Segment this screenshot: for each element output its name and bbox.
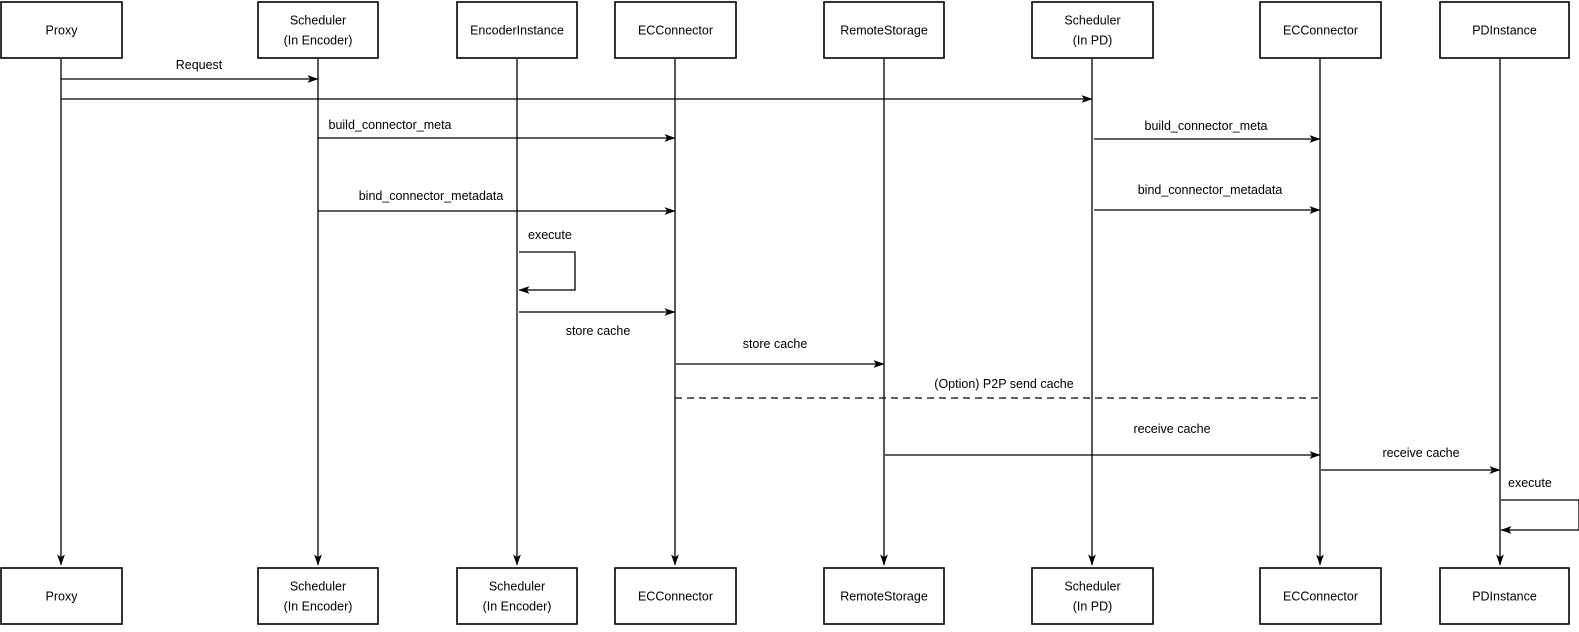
message-receive-cache-to-ec-pd: receive cache <box>885 422 1321 459</box>
top-participant-boxes: Proxy Scheduler (In Encoder) EncoderInstanc… <box>0 1 1570 59</box>
message-label-p2p-send-cache: (Option) P2P send cache <box>934 377 1073 391</box>
participant-label-line1: Scheduler <box>290 579 346 593</box>
participant-top-scheduler-enc[interactable]: Scheduler (In Encoder) <box>257 1 379 59</box>
self-message-label-execute-encoder: execute <box>528 228 572 242</box>
participant-label-line1: ECConnector <box>638 589 713 603</box>
participant-top-proxy[interactable]: Proxy <box>0 1 123 59</box>
message-label-receive-cache-to-pd: receive cache <box>1382 446 1459 460</box>
participant-label-line1: PDInstance <box>1472 589 1537 603</box>
participant-label-line1: Proxy <box>46 23 79 37</box>
message-bind-connector-metadata-pd: bind_connector_metadata <box>1094 183 1321 214</box>
participant-top-encoderinstance[interactable]: EncoderInstance <box>456 1 578 59</box>
message-store-cache-remote: store cache <box>676 337 885 368</box>
message-build-connector-meta-pd: build_connector_meta <box>1094 119 1321 143</box>
participant-label-line1: Scheduler <box>1064 13 1120 27</box>
participant-bottom-remotestorage[interactable]: RemoteStorage <box>823 567 945 625</box>
messages-layer: Request build_connector_meta build_connect… <box>61 58 1501 474</box>
participant-top-ecconnector-pd[interactable]: ECConnector <box>1259 1 1382 59</box>
participant-label-line1: Proxy <box>46 589 79 603</box>
participant-label-line1: PDInstance <box>1472 23 1537 37</box>
participant-label-line2: (In PD) <box>1073 33 1113 47</box>
message-request: Request <box>61 58 319 83</box>
participant-label-line1: EncoderInstance <box>470 23 564 37</box>
participant-label-line1: Scheduler <box>489 579 545 593</box>
participant-label-line2: (In Encoder) <box>483 599 552 613</box>
participant-label-line1: ECConnector <box>1283 23 1358 37</box>
participant-bottom-ecconnector-enc[interactable]: ECConnector <box>614 567 737 625</box>
bottom-participant-boxes: Proxy Scheduler (In Encoder) Scheduler (In E… <box>0 567 1570 625</box>
self-message-execute-encoder: execute <box>518 228 576 294</box>
participant-bottom-ecconnector-pd[interactable]: ECConnector <box>1259 567 1382 625</box>
message-label-receive-cache-to-ec-pd: receive cache <box>1133 422 1210 436</box>
message-receive-cache-to-pd: receive cache <box>1321 446 1501 474</box>
participant-label-line1: Scheduler <box>1064 579 1120 593</box>
self-message-label-execute-pdinstance: execute <box>1508 476 1552 490</box>
message-bind-connector-metadata-enc: bind_connector_metadata <box>318 189 676 215</box>
participant-label-line1: ECConnector <box>638 23 713 37</box>
message-p2p-send-cache: (Option) P2P send cache <box>675 377 1320 399</box>
participant-top-remotestorage[interactable]: RemoteStorage <box>823 1 945 59</box>
participant-top-ecconnector-enc[interactable]: ECConnector <box>614 1 737 59</box>
message-label-request: Request <box>176 58 223 72</box>
participant-top-scheduler-pd[interactable]: Scheduler (In PD) <box>1031 1 1154 59</box>
message-label-bind-connector-metadata-enc: bind_connector_metadata <box>359 189 504 203</box>
lifelines-layer <box>57 59 1504 566</box>
participant-label-line1: RemoteStorage <box>840 23 928 37</box>
message-label-store-cache-remote: store cache <box>743 337 808 351</box>
message-label-bind-connector-metadata-pd: bind_connector_metadata <box>1138 183 1283 197</box>
self-message-execute-pdinstance: execute <box>1500 476 1579 534</box>
self-messages-layer: execute execute <box>518 228 1579 534</box>
message-build-connector-meta-enc: build_connector_meta <box>318 118 676 142</box>
message-label-build-connector-meta-enc: build_connector_meta <box>329 118 452 132</box>
message-label-store-cache-encoder: store cache <box>566 324 631 338</box>
participant-label-line2: (In Encoder) <box>284 33 353 47</box>
participant-top-pdinstance[interactable]: PDInstance <box>1439 1 1570 59</box>
participant-label-line1: Scheduler <box>290 13 346 27</box>
message-store-cache-encoder: store cache <box>519 308 676 338</box>
participant-label-line2: (In Encoder) <box>284 599 353 613</box>
participant-bottom-scheduler-pd[interactable]: Scheduler (In PD) <box>1031 567 1154 625</box>
participant-label-line1: RemoteStorage <box>840 589 928 603</box>
participant-label-line2: (In PD) <box>1073 599 1113 613</box>
participant-bottom-scheduler-enc[interactable]: Scheduler (In Encoder) <box>257 567 379 625</box>
participant-bottom-proxy[interactable]: Proxy <box>0 567 123 625</box>
message-label-build-connector-meta-pd: build_connector_meta <box>1145 119 1268 133</box>
participant-bottom-pdinstance[interactable]: PDInstance <box>1439 567 1570 625</box>
participant-label-line1: ECConnector <box>1283 589 1358 603</box>
participant-bottom-encoderinstance[interactable]: Scheduler (In Encoder) <box>456 567 578 625</box>
